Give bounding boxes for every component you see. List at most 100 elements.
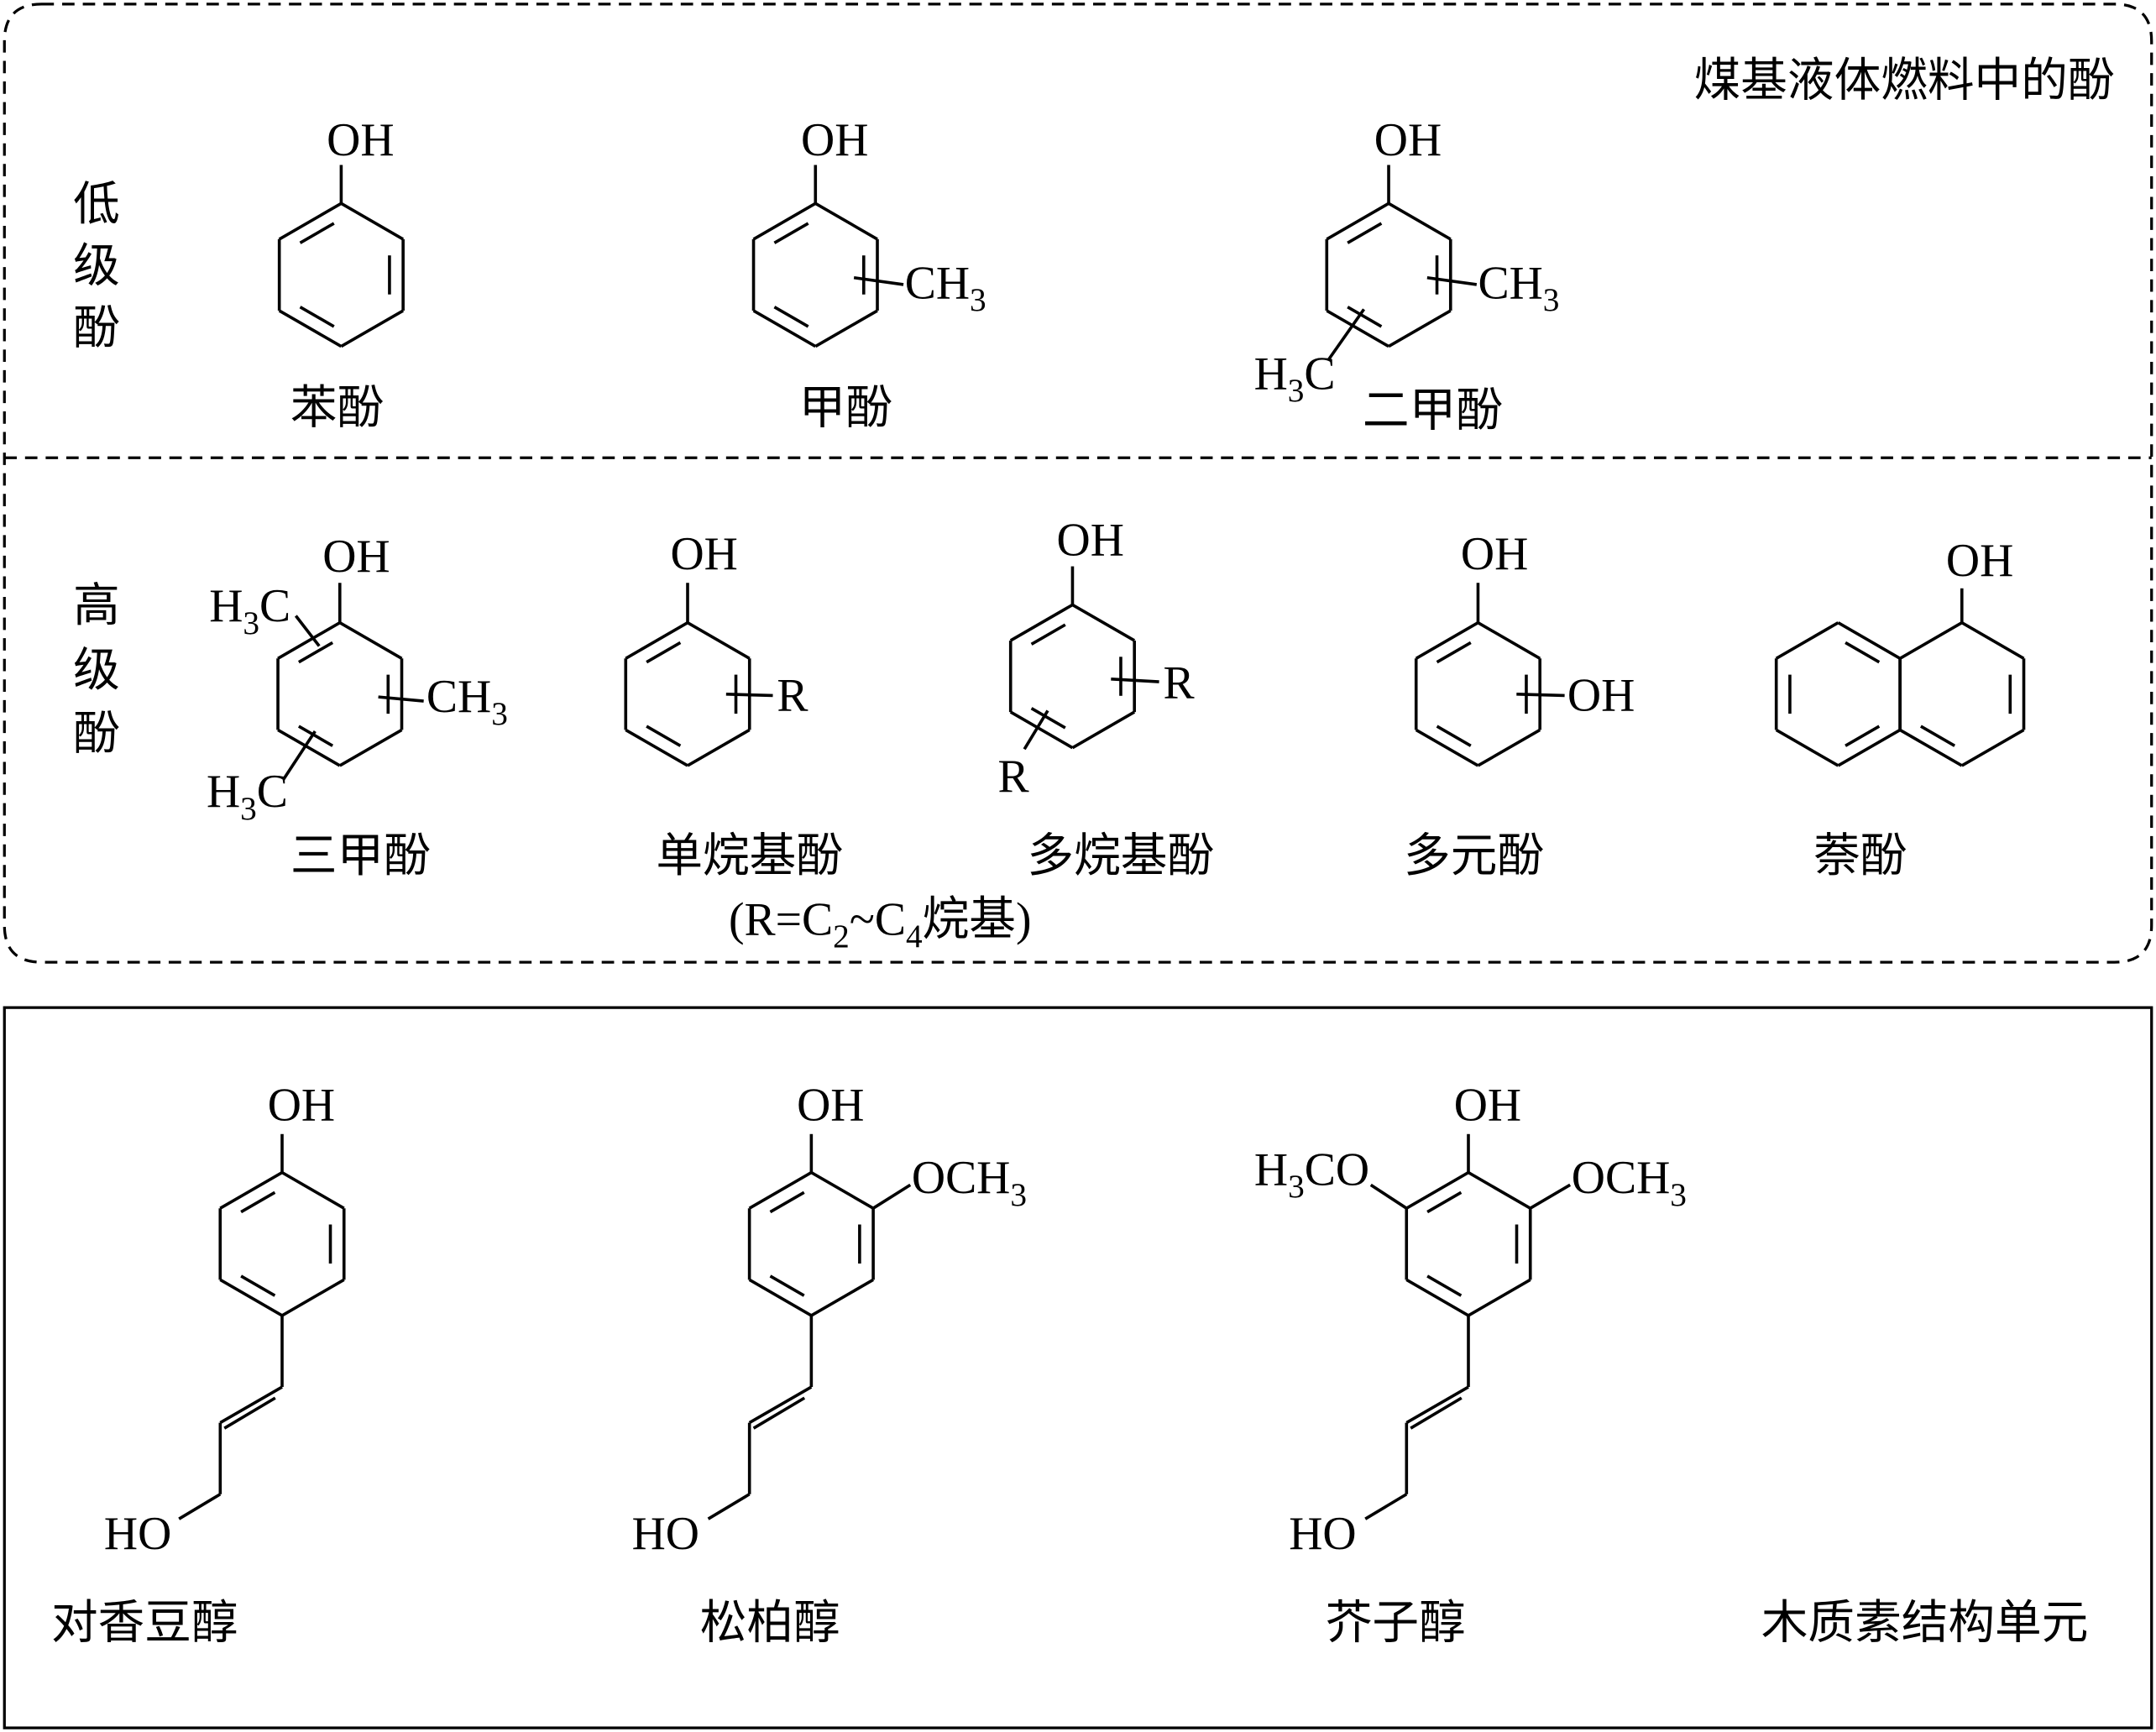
- ring-bond: [1405, 1171, 1469, 1210]
- double-bond-inner: [1030, 623, 1066, 646]
- alkyl-bond: [1023, 709, 1049, 751]
- trimethylphenol-h3c-top-label: H3C: [209, 580, 290, 641]
- high-group-label-3: 酚: [73, 708, 120, 760]
- ring-bond: [1326, 201, 1389, 241]
- ring-bond: [810, 1171, 874, 1210]
- bond-lines: [178, 165, 2026, 1520]
- double-bond-inner: [1347, 306, 1383, 328]
- low-group-label-2: 级: [73, 241, 120, 293]
- ring-bond: [1960, 728, 2025, 767]
- sinapyl-oh-label: OH: [1454, 1079, 1521, 1131]
- ring-bond: [277, 728, 341, 767]
- coumaryl-name: 对香豆醇: [51, 1598, 238, 1650]
- ring-bond: [1468, 1171, 1531, 1210]
- double-bond-inner: [1845, 725, 1881, 747]
- bottom-panel-title: 木质素结构单元: [1761, 1598, 2089, 1650]
- polyalkylphenol-r-right-label: R: [1164, 657, 1196, 709]
- ring-bond: [687, 621, 751, 660]
- ring-bond: [625, 728, 688, 767]
- chain-double-bond: [1405, 1385, 1469, 1425]
- methyl-bond: [282, 730, 317, 781]
- trimethylphenol-oh-label: OH: [322, 531, 390, 583]
- polyphenol-oh-top-label: OH: [1461, 528, 1528, 580]
- oh-bond: [1516, 693, 1565, 698]
- ring-bond: [219, 1278, 283, 1317]
- ring-bond: [1009, 710, 1074, 750]
- ring-bond: [1468, 1278, 1531, 1317]
- ring-bond: [1837, 621, 1902, 660]
- double-bond-inner: [1919, 725, 1956, 747]
- low-group-label-1: 低: [73, 179, 120, 231]
- ring-bond: [1326, 309, 1389, 348]
- polyalkylphenol-r-bottom-label: R: [997, 751, 1029, 803]
- sinapyl-och3-label: OCH3: [1572, 1152, 1687, 1213]
- monoalkylphenol-note: (R=C2~C4烷基): [729, 893, 1032, 955]
- ring-bond: [338, 728, 403, 767]
- coumaryl-ho-label: HO: [104, 1508, 171, 1560]
- alkyl-bond: [1111, 678, 1159, 683]
- ring-bond: [1405, 1278, 1469, 1317]
- xylenol-ch3-label: CH3: [1478, 257, 1559, 318]
- double-bond-inner: [1426, 1190, 1463, 1214]
- double-bond-inner: [1845, 641, 1881, 664]
- xylenol-name: 二甲酚: [1363, 385, 1503, 437]
- trimethylphenol-h3c-bottom-label: H3C: [207, 766, 288, 827]
- ring-bond: [1899, 621, 1963, 660]
- methyl-bond: [1327, 308, 1366, 362]
- ring-bond: [278, 201, 343, 241]
- coniferyl-ho-label: HO: [632, 1508, 699, 1560]
- double-bond-inner: [1347, 222, 1383, 244]
- ring-bond: [752, 309, 817, 348]
- double-bond-inner: [769, 1190, 805, 1214]
- ring-bond: [340, 201, 405, 241]
- cresol-oh-label: OH: [801, 114, 868, 166]
- ring-bond: [1899, 728, 1963, 767]
- ring-bond: [1388, 201, 1452, 241]
- polyalkylphenol-name: 多烷基酚: [1027, 830, 1214, 882]
- methyl-bond: [853, 275, 904, 286]
- chain-double-bond: [219, 1385, 283, 1425]
- ring-bond: [281, 1278, 345, 1317]
- ring-bond: [1837, 728, 1902, 767]
- ring-bond: [752, 201, 817, 241]
- trimethylphenol-ch3-label: CH3: [426, 671, 508, 732]
- ring-bond: [1009, 603, 1074, 642]
- coniferyl-oh-label: OH: [797, 1079, 864, 1131]
- low-group-label-3: 酚: [73, 302, 120, 354]
- double-bond-inner: [299, 222, 335, 244]
- double-bond-inner: [1436, 641, 1472, 664]
- ring-bond: [340, 309, 405, 348]
- coniferyl-och3-label: OCH3: [912, 1152, 1027, 1213]
- methyl-bond: [378, 695, 424, 703]
- methyl-bond: [294, 615, 321, 647]
- ring-bond: [1415, 621, 1479, 660]
- double-bond-inner: [1426, 1274, 1463, 1297]
- cresol-ch3-label: CH3: [905, 257, 986, 318]
- ring-bond: [625, 621, 688, 660]
- chain-bond: [1364, 1493, 1408, 1520]
- chain-bond: [707, 1493, 751, 1520]
- ring-bond: [1415, 728, 1479, 767]
- double-bond-inner: [240, 1274, 276, 1297]
- phenol-oh-label: OH: [327, 114, 394, 166]
- double-bond-inner: [240, 1190, 276, 1214]
- coumaryl-oh-label: OH: [268, 1079, 335, 1131]
- chain-double-bond-inner: [752, 1396, 806, 1430]
- ring-bond: [1960, 621, 2025, 660]
- methoxy-bond: [872, 1183, 912, 1210]
- double-bond-inner: [773, 306, 809, 328]
- methoxy-bond: [1369, 1183, 1408, 1210]
- double-bond-inner: [646, 725, 682, 747]
- ring-bond: [281, 1171, 345, 1210]
- ring-bond: [1388, 309, 1452, 348]
- double-bond-inner: [773, 222, 809, 244]
- polyphenol-name: 多元酚: [1404, 830, 1544, 882]
- ring-bond: [1775, 728, 1839, 767]
- xylenol-oh-label: OH: [1374, 114, 1442, 166]
- ring-bond: [338, 621, 403, 660]
- double-bond-inner: [297, 641, 334, 664]
- chain-double-bond-inner: [223, 1396, 276, 1430]
- monoalkylphenol-name: 单烷基酚: [656, 830, 843, 882]
- ring-bond: [1071, 603, 1136, 642]
